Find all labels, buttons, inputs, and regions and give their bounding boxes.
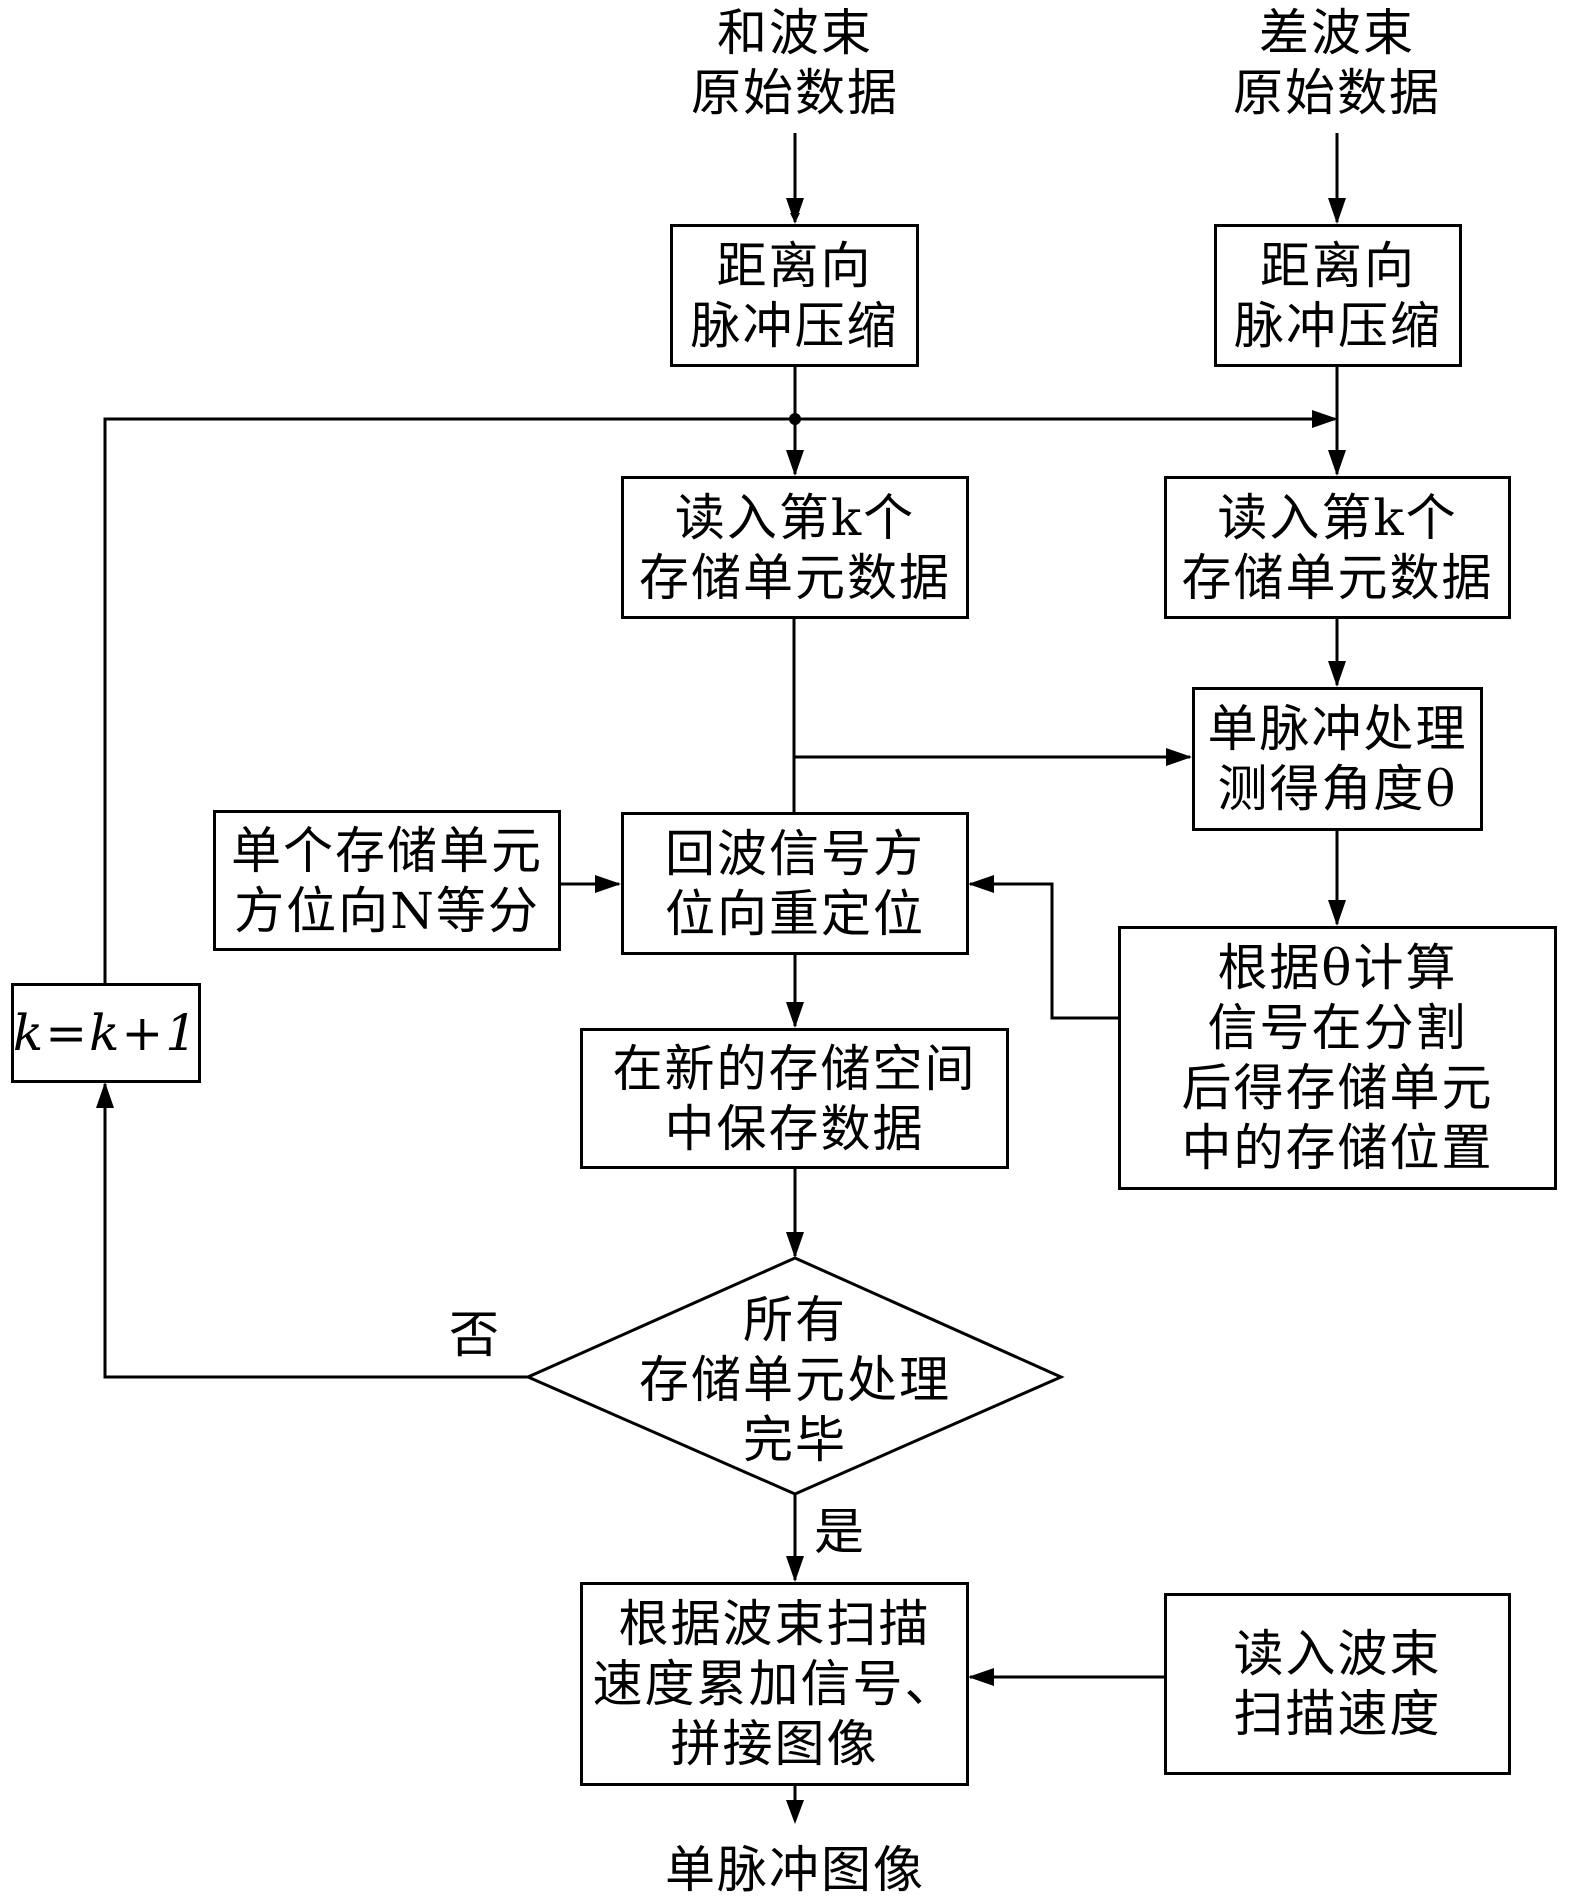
arrowhead [786,1800,804,1824]
counter-box: k=k+1 [11,983,201,1083]
diff-beam-input: 差波束 原始数据 [1187,0,1487,125]
arrowhead [1328,198,1346,224]
arrowhead [1328,661,1346,687]
label-line: 完毕 [743,1411,847,1469]
label-line: 单个存储单元 [231,821,543,880]
label-line: 回波信号方 [665,824,925,883]
label-line: 所有 [743,1291,847,1349]
label-line: 差波束 [1259,3,1415,62]
arrowhead [786,1232,804,1258]
arrowhead [786,1002,804,1028]
label-line: 后得存储单元 [1181,1059,1494,1117]
accumulate-box: 根据波束扫描 速度累加信号、 拼接图像 [580,1582,969,1786]
diff-read-cell-box: 读入第k个 存储单元数据 [1164,476,1511,619]
label-line: 距离向 [1260,236,1416,295]
sum-beam-input: 和波束 原始数据 [645,0,945,125]
label-line: 读入第k个 [1217,488,1458,547]
split-cell-box: 单个存储单元 方位向N等分 [213,810,561,951]
label-line: 原始数据 [1233,63,1441,122]
junction-dot [789,413,801,425]
compute-position-box: 根据θ计算 信号在分割 后得存储单元 中的存储位置 [1118,926,1557,1190]
sum-read-cell-box: 读入第k个 存储单元数据 [621,476,969,619]
label-line: 存储单元处理 [639,1351,951,1409]
label-line: 根据θ计算 [1217,939,1458,997]
arrowhead [1328,900,1346,926]
label-line: 根据波束扫描 [618,1595,931,1653]
decision-label: 所有 存储单元处理 完毕 [595,1290,995,1470]
line-compute-to-reposition [970,882,1118,1020]
label-line: 信号在分割 [1207,999,1468,1057]
no-label: 否 [449,1306,501,1364]
label-line: 中保存数据 [664,1099,925,1158]
label-line: 拼接图像 [670,1715,879,1773]
arrowhead [595,875,621,893]
arrowhead [786,198,804,224]
label-line: 单脉冲处理 [1207,700,1468,758]
reposition-box: 回波信号方 位向重定位 [621,812,969,955]
label-line: 距离向 [716,236,873,295]
label-line: 脉冲压缩 [690,296,899,355]
label-line: 原始数据 [691,63,899,122]
output-label: 单脉冲图像 [665,1841,925,1899]
label-line: 读入第k个 [674,488,916,547]
label-line: 扫描速度 [1233,1685,1442,1743]
arrowhead [786,1556,804,1582]
label-line: 测得角度θ [1217,760,1458,818]
save-data-box: 在新的存储空间 中保存数据 [580,1028,1009,1169]
arrowhead [96,1082,114,1108]
arrowhead [1312,410,1338,428]
diff-range-compress-box: 距离向 脉冲压缩 [1214,224,1462,367]
arrowhead [1328,450,1346,476]
arrowhead [786,450,804,476]
sum-range-compress-box: 距离向 脉冲压缩 [670,224,919,367]
yes-label: 是 [814,1503,866,1561]
arrowhead [968,1668,994,1686]
label-line: 速度累加信号、 [592,1655,957,1713]
label-line: 存储单元数据 [639,548,951,607]
label-line: 脉冲压缩 [1234,296,1442,355]
counter-label: k=k+1 [12,1004,200,1062]
decision-diamond [524,1256,1065,1496]
label-line: 存储单元数据 [1181,548,1494,607]
label-line: 和波束 [717,3,873,62]
arrowheads [96,198,1346,1824]
monopulse-box: 单脉冲处理 测得角度θ [1192,687,1483,831]
arrowhead [968,875,994,893]
label-line: 读入波束 [1233,1625,1442,1683]
label-line: 方位向N等分 [234,881,540,940]
feedback-loop-top [103,417,1335,983]
arrowhead [1166,748,1192,766]
read-scan-speed-box: 读入波束 扫描速度 [1164,1593,1511,1775]
label-line: 中的存储位置 [1181,1119,1494,1177]
label-line: 在新的存储空间 [612,1039,977,1098]
line-no-branch [103,1084,528,1379]
label-line: 位向重定位 [665,884,925,943]
